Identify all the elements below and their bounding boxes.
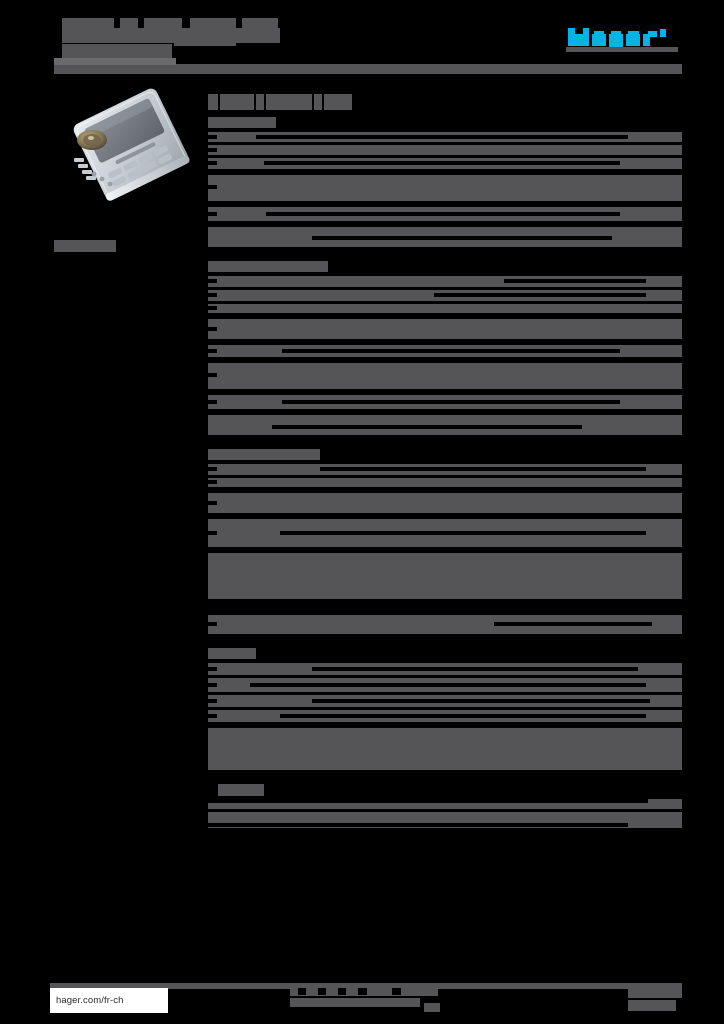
- toc-entry[interactable]: [208, 799, 682, 809]
- toc-heading: [redacted]: [208, 88, 682, 114]
- toc-section-title: [redacted]: [208, 258, 682, 276]
- toc-entry[interactable]: [208, 175, 682, 201]
- intercom-handset-product-photo: [56, 86, 208, 206]
- toc-entry[interactable]: [208, 363, 682, 389]
- toc-entry[interactable]: [208, 663, 682, 675]
- toc-entry[interactable]: [208, 493, 682, 513]
- footer-right-note: [redacted]: [628, 988, 682, 998]
- toc-section: [208, 610, 682, 645]
- table-of-contents: [redacted] [redacted]: [208, 88, 682, 828]
- toc-section: [redacted]: [208, 645, 682, 781]
- header-title-line-3: [redacted]: [62, 44, 172, 58]
- header-rule: [54, 64, 682, 74]
- toc-entry[interactable]: [208, 610, 682, 634]
- toc-entry[interactable]: [208, 478, 682, 487]
- toc-entry[interactable]: [208, 145, 682, 155]
- footer-rule: [50, 983, 682, 989]
- toc-entry[interactable]: [208, 304, 682, 313]
- toc-entry[interactable]: [208, 395, 682, 409]
- header-rule-accent: [54, 58, 176, 65]
- toc-section-title: [redacted]: [208, 446, 682, 464]
- toc-entry[interactable]: [208, 290, 682, 301]
- footer-center-note-tail: [424, 1003, 440, 1012]
- toc-section-title: [redacted]: [208, 645, 682, 663]
- toc-entry[interactable]: [208, 207, 682, 221]
- toc-section: [redacted]: [208, 781, 682, 828]
- toc-entry[interactable]: [208, 345, 682, 357]
- toc-section-title: [redacted]: [208, 781, 682, 799]
- toc-entry[interactable]: [208, 728, 682, 770]
- footer-page-number: [628, 1000, 676, 1011]
- hager-logo: [566, 26, 678, 52]
- header-subtitle: [redacted]: [174, 38, 236, 46]
- toc-entry[interactable]: [208, 276, 682, 287]
- toc-section: [redacted]: [208, 258, 682, 446]
- toc-section-title: [redacted]: [208, 114, 682, 132]
- toc-entry[interactable]: [208, 132, 682, 142]
- toc-entry[interactable]: [208, 227, 682, 247]
- footer-website-url: hager.com/fr-ch: [56, 995, 124, 1006]
- toc-entry[interactable]: [208, 519, 682, 547]
- toc-entry[interactable]: [208, 812, 682, 828]
- header-title-line-2: [redacted]: [62, 28, 280, 43]
- toc-section: [redacted]: [208, 446, 682, 610]
- toc-entry[interactable]: [208, 553, 682, 599]
- toc-entry[interactable]: [208, 695, 682, 707]
- toc-entry[interactable]: [208, 678, 682, 692]
- footer-center-note-line-2: [290, 998, 420, 1007]
- toc-entry[interactable]: [208, 415, 682, 435]
- toc-entry[interactable]: [208, 158, 682, 169]
- toc-section: [redacted]: [208, 114, 682, 258]
- toc-entry[interactable]: [208, 464, 682, 475]
- product-caption: [redacted]: [54, 240, 116, 252]
- toc-entry[interactable]: [208, 319, 682, 339]
- footer-website-link[interactable]: hager.com/fr-ch: [50, 988, 168, 1013]
- toc-entry[interactable]: [208, 710, 682, 722]
